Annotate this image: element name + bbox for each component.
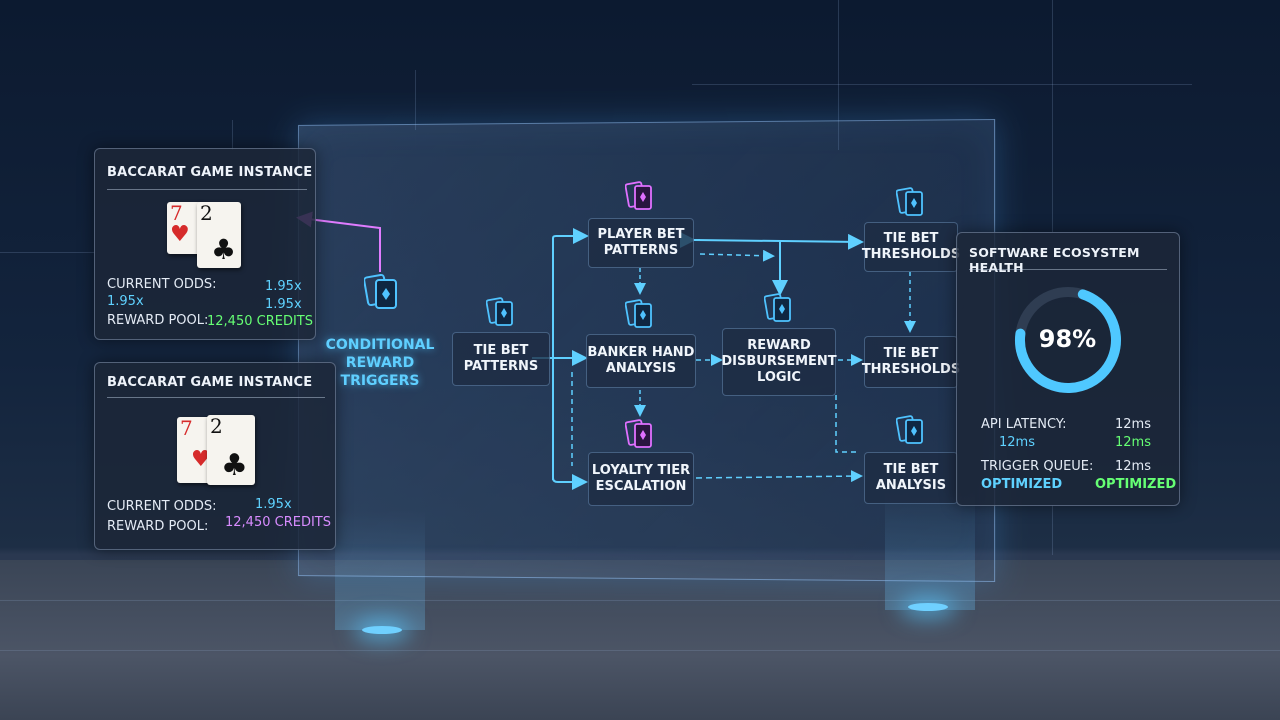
divider [969,269,1167,270]
cards-icon [764,292,794,324]
divider [107,189,307,190]
odds-value-secondary: 1.95x [107,294,144,309]
node-label: TIE BET [883,346,939,361]
card-rank: 7 [170,201,183,225]
trigger-queue-value: 12ms [1115,459,1151,474]
odds-label: CURRENT ODDS: [107,499,217,514]
guide-line [1052,0,1053,232]
api-latency-value-tertiary: 12ms [1115,435,1151,450]
node-label: PLAYER BET [597,227,685,242]
node-label: PATTERNS [603,243,679,258]
heart-icon: ♥ [191,447,211,472]
game-instance-panel[interactable]: BACCARAT GAME INSTANCE 7 ♥ 2 ♣ CURRENT O… [94,362,336,550]
node-label: TIE BET [473,343,529,358]
node-label: ANALYSIS [875,478,947,493]
odds-label: CURRENT ODDS: [107,277,217,292]
panel-title: BACCARAT GAME INSTANCE [107,375,313,390]
club-icon: ♣ [221,448,248,483]
floor-grid-line [0,650,1280,651]
node-label: THRESHOLDS [861,247,961,262]
floor [0,560,1280,720]
cards-icon [625,298,655,330]
api-latency-value: 12ms [1115,417,1151,432]
trigger-queue-status: OPTIMIZED [981,477,1063,492]
guide-line [415,70,416,130]
pool-value: 12,450 CREDITS [207,314,313,329]
divider [107,397,325,398]
cards-icon [364,272,400,312]
guide-line [692,84,1192,85]
panel-title: BACCARAT GAME INSTANCE [107,165,313,180]
node-label: PATTERNS [463,359,539,374]
pool-label: REWARD POOL: [107,313,209,328]
node-label: THRESHOLDS [861,362,961,377]
node-label: ESCALATION [595,479,687,494]
node-label: TIE BET [883,462,939,477]
node-label: DISBURSEMENT [721,354,837,369]
health-gauge [1015,287,1121,393]
guide-line [0,252,95,253]
panel-title: SOFTWARE ECOSYSTEM HEALTH [969,245,1140,275]
ecosystem-health-panel[interactable]: SOFTWARE ECOSYSTEM HEALTH API LATENCY: 1… [956,232,1180,506]
odds-value: 1.95x [265,279,302,294]
floor-glow [362,626,402,634]
playing-card: 2 ♣ [197,202,241,268]
light-beam [335,510,425,630]
guide-line [838,0,839,150]
pool-label: REWARD POOL: [107,519,209,534]
card-rank: 2 [200,201,213,225]
cards-icon [486,296,516,328]
label-line: CONDITIONAL [325,337,435,353]
node-label: LOYALTY TIER [591,463,691,478]
api-latency-label: API LATENCY: [981,417,1067,432]
pool-value: 12,450 CREDITS [225,515,331,530]
node-label: BANKER HAND [587,345,695,360]
odds-value-tertiary: 1.95x [265,297,302,312]
node-label: REWARD [747,338,811,353]
label-line: REWARD TRIGGERS [340,355,420,389]
odds-value: 1.95x [255,497,292,512]
cards-icon [896,414,926,446]
cards-icon [896,186,926,218]
gauge-value: 98% [1038,325,1097,353]
card-rank: 7 [180,416,193,440]
floor-grid-line [0,600,1280,601]
card-rank: 2 [210,414,223,438]
node-label: ANALYSIS [605,361,677,376]
trigger-queue-label: TRIGGER QUEUE: [981,459,1094,474]
club-icon: ♣ [211,233,237,266]
heart-icon: ♥ [170,222,190,247]
playing-card: 2 ♣ [207,415,255,485]
gauge-fill [1015,287,1121,393]
light-beam [885,490,975,610]
guide-line [232,120,233,150]
game-instance-panel[interactable]: BACCARAT GAME INSTANCE 7 ♥ 2 ♣ CURRENT O… [94,148,316,340]
node-label: LOGIC [757,370,801,385]
conditional-reward-triggers-label: CONDITIONAL REWARD TRIGGERS [310,336,450,390]
floor-glow [908,603,948,611]
cards-icon-magenta [625,418,655,450]
trigger-queue-status-secondary: OPTIMIZED [1095,477,1177,492]
cards-icon-magenta [625,180,655,212]
api-latency-value-secondary: 12ms [999,435,1035,450]
node-label: TIE BET [883,231,939,246]
guide-line [1052,505,1053,555]
